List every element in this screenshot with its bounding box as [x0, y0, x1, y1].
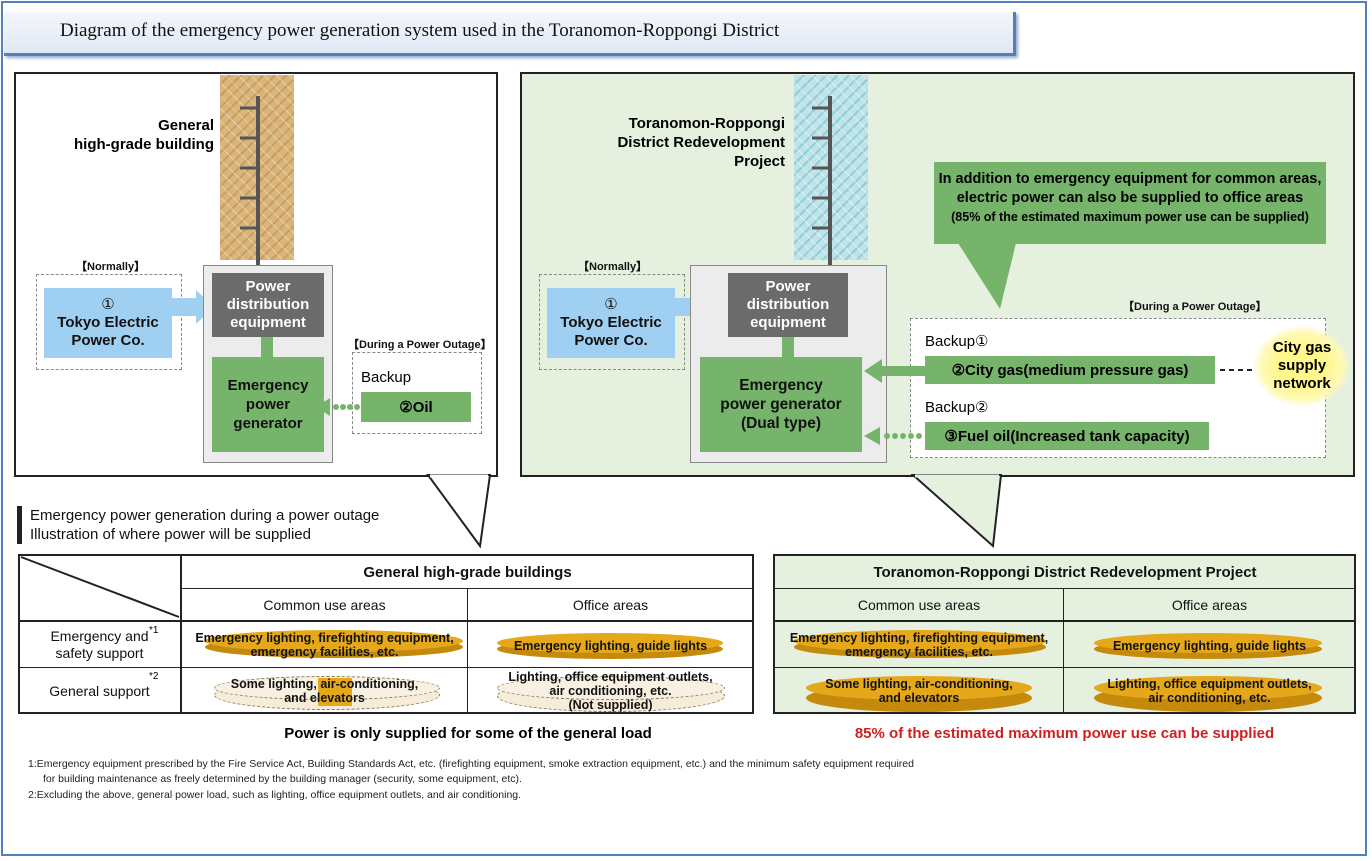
- left-riser: [240, 96, 260, 268]
- left-oil-box: ②Oil: [361, 392, 471, 422]
- right-callout-tail: [910, 474, 1003, 549]
- footnote-2: 2:Excluding the above, general power loa…: [28, 789, 522, 801]
- general-office-support-text: Lighting, office equipment outlets, air …: [508, 670, 713, 712]
- footnote-mark-1: *1: [149, 625, 159, 636]
- general-buildings-header: General high-grade buildings: [363, 563, 572, 581]
- right-normally-label: 【Normally】: [578, 261, 648, 273]
- right-connector: [782, 337, 794, 357]
- city-gas-box: ②City gas(medium pressure gas): [925, 356, 1215, 384]
- right-riser: [812, 96, 832, 268]
- redev-common-support-disc: [806, 676, 1032, 712]
- general-office-emergency-text: Emergency lighting, guide lights: [513, 639, 708, 653]
- gas-arrow: [864, 359, 926, 383]
- left-distribution-box: Power distribution equipment: [212, 273, 324, 337]
- general-common-emergency-disc: [205, 630, 463, 660]
- general-common-use-header: Common use areas: [263, 596, 386, 613]
- section-heading: Emergency power generation during a powe…: [30, 507, 380, 543]
- right-building-label: Toranomon-Roppongi District Redevelopmen…: [617, 115, 785, 170]
- left-outage-label: 【During a Power Outage】: [348, 339, 492, 351]
- redev-office-emergency-text: Emergency lighting, guide lights: [1112, 639, 1307, 653]
- left-connector: [261, 337, 273, 357]
- right-tepco-box: ① Tokyo Electric Power Co.: [547, 288, 675, 358]
- general-buildings-table: [18, 554, 754, 714]
- left-callout-tail: [426, 474, 492, 549]
- redevelopment-header: Toranomon-Roppongi District Redevelopmen…: [873, 563, 1257, 581]
- left-generator-box: Emergency power generator: [212, 357, 324, 452]
- left-oil-arrow: [316, 398, 360, 416]
- general-common-support-disc: [214, 676, 440, 710]
- left-tepco-box: ① Tokyo Electric Power Co.: [44, 288, 172, 358]
- right-outage-label: 【During a Power Outage】: [1123, 301, 1267, 313]
- left-building-label: General high-grade building: [74, 117, 214, 153]
- left-source-frame: [36, 274, 182, 370]
- redev-footer-note: 85% of the estimated maximum power use c…: [854, 725, 1275, 742]
- redev-common-emergency-disc: [794, 630, 1046, 660]
- left-backup-label: Backup: [361, 369, 412, 386]
- redev-common-support-text: Some lighting, air-conditioning, and ele…: [825, 677, 1013, 705]
- fuel-oil-arrow: [864, 427, 922, 445]
- row-general-support-label: General support: [49, 682, 150, 699]
- general-footer-note: Power is only supplied for some of the g…: [284, 725, 652, 742]
- redev-common-emergency-text: Emergency lighting, firefighting equipme…: [789, 631, 1049, 659]
- general-office-support-disc: [497, 676, 725, 712]
- table-corner-diagonal: [20, 556, 180, 618]
- section-marker: [17, 506, 22, 544]
- general-office-header: Office areas: [572, 596, 649, 613]
- general-common-emergency-text: Emergency lighting, firefighting equipme…: [195, 631, 454, 659]
- right-distribution-box: Power distribution equipment: [728, 273, 848, 337]
- gas-network-link: [1220, 369, 1256, 371]
- diagram-title: Diagram of the emergency power generatio…: [4, 12, 1016, 56]
- footnote-1: 1:Emergency equipment prescribed by the …: [28, 758, 914, 785]
- left-backup-frame: [352, 352, 482, 434]
- redev-office-support-text: Lighting, office equipment outlets, air …: [1107, 677, 1312, 705]
- redev-office-emergency-disc: [1094, 633, 1322, 661]
- right-generator-box: Emergency power generator (Dual type): [700, 357, 862, 452]
- row-emergency-safety-label: Emergency and safety support: [50, 627, 149, 661]
- footnote-mark-2: *2: [149, 671, 159, 682]
- backup1-label: Backup①: [925, 333, 989, 350]
- redev-office-support-disc: [1094, 676, 1322, 712]
- right-source-frame: [539, 274, 685, 370]
- capability-callout-tail: [958, 243, 1016, 309]
- redev-office-header: Office areas: [1171, 596, 1248, 613]
- general-office-emergency-disc: [497, 633, 723, 661]
- capability-callout: In addition to emergency equipment for c…: [934, 162, 1326, 244]
- fuel-oil-box: ③Fuel oil(Increased tank capacity): [925, 422, 1209, 450]
- general-common-support-text: Some lighting, air-conditioning, and ele…: [230, 677, 419, 705]
- redev-common-use-header: Common use areas: [857, 596, 981, 613]
- left-normally-label: 【Normally】: [76, 261, 146, 273]
- backup2-label: Backup②: [925, 399, 989, 416]
- gas-network-badge: City gas supply network: [1254, 326, 1350, 406]
